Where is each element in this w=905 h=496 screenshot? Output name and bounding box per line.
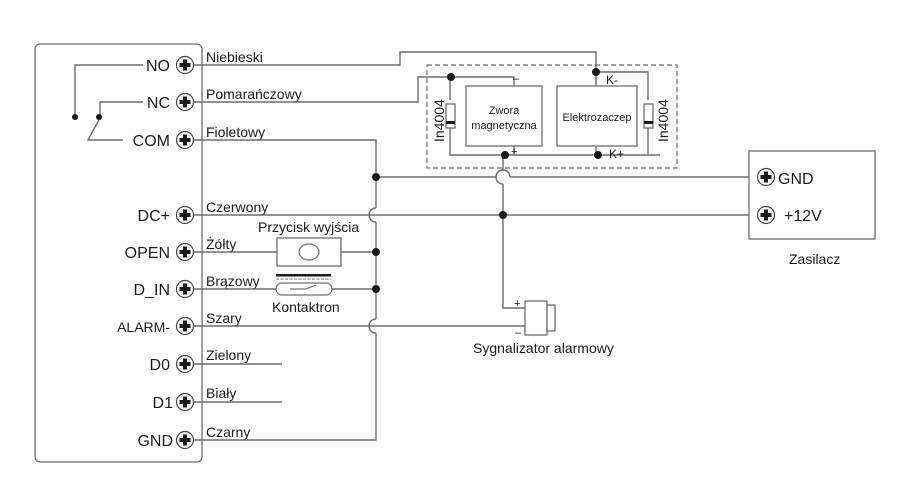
siren-plus-label: +	[514, 298, 520, 310]
alarm-siren	[524, 300, 556, 336]
terminal-dc-plus: DC+	[138, 205, 195, 225]
psu-label: Zasilacz	[789, 251, 840, 267]
wire-label-d-in: Brązowy	[206, 273, 260, 289]
electric-strike-label: Elektrozaczep	[562, 112, 631, 124]
wire-label-gnd: Czarny	[206, 424, 250, 440]
relay-contacts	[72, 64, 143, 141]
lock-block: Zwora magnetyczna – + Elektrozaczep K- K…	[426, 64, 678, 169]
terminal-d-in: D_IN	[134, 279, 195, 299]
wire-label-dc-plus: Czerwony	[206, 199, 268, 215]
terminal-label: D1	[153, 395, 174, 412]
magnetic-lock-label-1: Zwora	[489, 105, 520, 117]
wire-label-open: Żółty	[206, 235, 236, 252]
terminal-open: OPEN	[125, 242, 195, 262]
wires	[194, 51, 758, 441]
terminal-d0: D0	[150, 354, 195, 374]
siren-label: Sygnalizator alarmowy	[473, 340, 614, 356]
psu-12v-label: +12V	[784, 208, 822, 225]
terminal-label: GND	[137, 433, 173, 450]
strike-minus-label: K-	[606, 73, 618, 87]
terminal-alarm-minus: ALARM-	[117, 316, 195, 336]
diode-left-label: In4004	[431, 99, 447, 142]
diode-right	[643, 103, 654, 129]
magnet-plus-label: +	[511, 146, 517, 158]
terminal-label: D0	[150, 357, 171, 374]
wire-label-d0: Zielony	[206, 347, 251, 363]
exit-button-label: Przycisk wyjścia	[258, 219, 359, 235]
electric-strike	[556, 85, 638, 147]
wire-label-nc: Pomarańczowy	[206, 86, 302, 102]
exit-button	[276, 237, 342, 267]
diode-left	[445, 103, 456, 129]
controller-box	[34, 43, 203, 463]
terminal-label: D_IN	[134, 282, 170, 299]
magnetic-lock	[465, 85, 543, 147]
terminal-no: NO	[146, 55, 195, 75]
reed-switch-label: Kontaktron	[272, 299, 340, 315]
reed-switch	[275, 274, 333, 296]
siren-minus-label: –	[515, 327, 522, 339]
psu-gnd-label: GND	[778, 171, 814, 188]
terminal-nc: NC	[147, 92, 195, 112]
terminal-label: ALARM-	[117, 319, 170, 335]
power-supply	[748, 150, 876, 240]
terminal-d1: D1	[153, 392, 195, 412]
terminal-label: COM	[133, 133, 170, 150]
terminal-label: NO	[146, 58, 170, 75]
terminal-gnd: GND	[137, 430, 195, 450]
magnet-minus-label: –	[513, 73, 520, 85]
wire-label-alarm: Szary	[206, 310, 242, 326]
terminal-label: DC+	[138, 208, 170, 225]
diode-right-label: In4004	[655, 99, 671, 142]
strike-plus-label: K+	[609, 147, 624, 161]
magnetic-lock-label-2: magnetyczna	[471, 120, 537, 132]
terminal-com: COM	[133, 130, 195, 150]
wire-label-no: Niebieski	[206, 49, 263, 65]
wire-label-d1: Biały	[206, 385, 236, 401]
terminal-label: OPEN	[125, 245, 170, 262]
wire-label-com: Fioletowy	[206, 124, 265, 140]
terminal-label: NC	[147, 95, 170, 112]
